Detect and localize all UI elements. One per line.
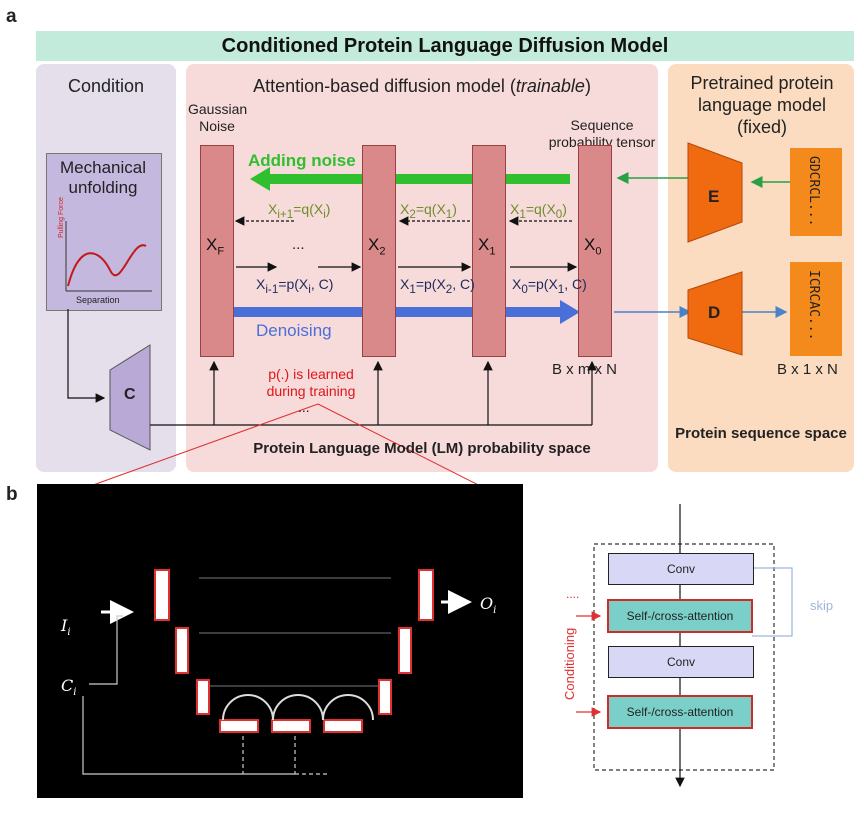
mechanical-unfolding-title: Mechanical unfolding: [60, 158, 146, 197]
conv-block-2: Conv: [608, 646, 754, 678]
ellipsis-bottom: ...: [298, 399, 310, 415]
unet-condition-label: Ci: [61, 676, 77, 699]
panel-b-letter: b: [6, 484, 18, 505]
tensor-label-x2: X2: [368, 235, 386, 258]
c-output-lines: [150, 360, 597, 426]
tensor-label-xf: XF: [206, 235, 225, 258]
adding-noise-arrow: [250, 167, 570, 191]
c-block-label: C: [124, 386, 136, 403]
svg-text:....: ....: [566, 587, 579, 601]
attention-block-2: Self-/cross-attention: [607, 695, 753, 729]
c-block: [109, 344, 151, 451]
lm-space-label: Protein Language Model (LM) probability …: [253, 440, 591, 457]
output-sequence: ICRCAC...: [806, 270, 821, 341]
output-sequence-box: [790, 262, 842, 356]
unet-output-label: Oi: [480, 594, 497, 617]
tensor-bar-x0: [578, 145, 612, 357]
forward-eq-1: Xi+1=q(Xi): [268, 201, 331, 221]
attention-block-1: Self-/cross-attention: [607, 599, 753, 633]
diagram-title: Conditioned Protein Language Diffusion M…: [36, 31, 854, 61]
unet-panel: [37, 484, 523, 798]
protein-sequence-space-label: Protein sequence space: [675, 425, 847, 442]
unet-diagram: [82, 569, 472, 775]
unfolding-plot: [65, 221, 152, 292]
unet-blocks: [154, 569, 434, 733]
shape-b1n: B x 1 x N: [777, 361, 838, 378]
forward-eq-3: X1=q(X0): [510, 201, 567, 221]
attention-title: Attention-based diffusion model (trainab…: [253, 76, 591, 96]
skip-label: skip: [810, 598, 834, 613]
forward-eq-2: X2=q(X1): [400, 201, 457, 221]
adding-noise-label: Adding noise: [248, 151, 356, 170]
input-sequence: GDCRCL...: [806, 156, 821, 227]
tensor-bar-xf: [200, 145, 234, 357]
tensor-label-x0: X0: [584, 235, 602, 258]
conditioning-label: Conditioning: [562, 627, 577, 700]
reverse-eq-2: X1=p(X2, C): [400, 276, 475, 296]
unet-input-label: Ii: [61, 616, 71, 639]
ellipsis-mid: ...: [292, 236, 305, 253]
encoder-label: E: [708, 187, 720, 206]
condition-title: Condition: [67, 76, 145, 96]
reverse-eq-3: X0=p(X1, C): [512, 276, 587, 296]
gaussian-noise-label: Gaussian Noise: [188, 101, 248, 134]
reverse-eq-1: Xi-1=p(Xi, C): [256, 276, 334, 296]
conv-block-1: Conv: [608, 553, 754, 585]
condition-to-c-arrow: [67, 309, 106, 403]
tensor-label-x1: X1: [478, 235, 496, 258]
panel-a-letter: a: [6, 6, 17, 27]
decoder-block: [687, 271, 743, 356]
shape-bmn: B x m x N: [552, 361, 618, 378]
block-diagram-lines: ....: [566, 504, 793, 788]
pretrained-title: Pretrained protein language model (fixed…: [690, 73, 834, 137]
input-sequence-box: [790, 148, 842, 236]
learned-note: p(.) is learned during training: [266, 366, 356, 399]
decoder-label: D: [708, 303, 721, 322]
encoder-block: [687, 142, 743, 243]
tensor-bar-x2: [362, 145, 396, 357]
sequence-tensor-label: Sequence probability tensor: [548, 117, 656, 150]
tensor-bar-x1: [472, 145, 506, 357]
denoising-label: Denoising: [256, 321, 332, 340]
plot-xlabel: Separation: [76, 295, 120, 305]
mechanical-unfolding-box: [46, 153, 162, 311]
